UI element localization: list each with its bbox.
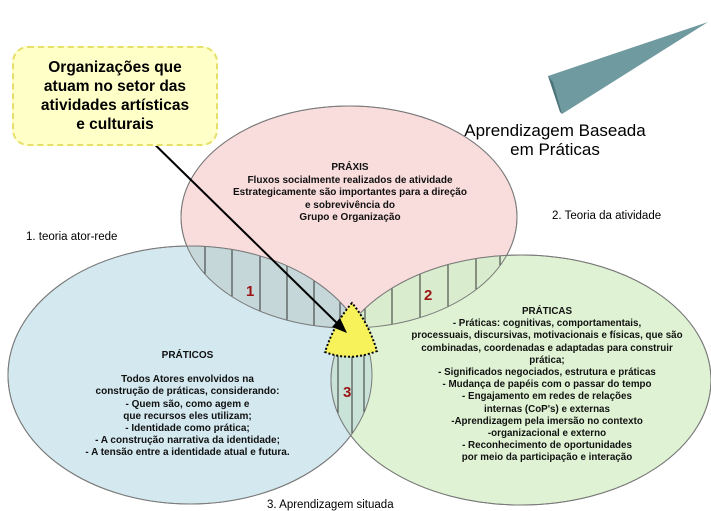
praxis-heading: PRÁXIS — [331, 162, 369, 173]
praticos-text: PRÁTICOS Todos Atores envolvidos na cons… — [60, 350, 315, 460]
praxis-text: PRÁXIS Fluxos socialmente realizados de … — [205, 162, 495, 225]
pointer-arrowhead — [332, 318, 347, 333]
intersection-number-3: 3 — [343, 384, 352, 401]
wedge-shape — [548, 22, 708, 114]
praticas-text: PRÁTICAS - Práticas: cognitivas, comport… — [402, 306, 692, 465]
theory-activity: 2. Teoria da atividade — [552, 210, 662, 222]
diagram-title: Aprendizagem Baseada em Práticas — [464, 121, 646, 159]
center-intersection — [323, 301, 379, 358]
intersection-number-1: 1 — [246, 283, 255, 300]
theory-actor-network: 1. teoria ator-rede — [26, 231, 118, 243]
organizations-callout: Organizações que atuam no setor das ativ… — [12, 46, 218, 146]
theory-situated: 3. Aprendizagem situada — [267, 499, 394, 511]
pointer-arrow — [139, 129, 341, 327]
intersection-number-2: 2 — [424, 287, 433, 304]
wedge-shape-dark — [548, 76, 562, 114]
praticas-heading: PRÁTICAS — [521, 306, 573, 317]
praticos-heading: PRÁTICOS — [161, 350, 214, 361]
